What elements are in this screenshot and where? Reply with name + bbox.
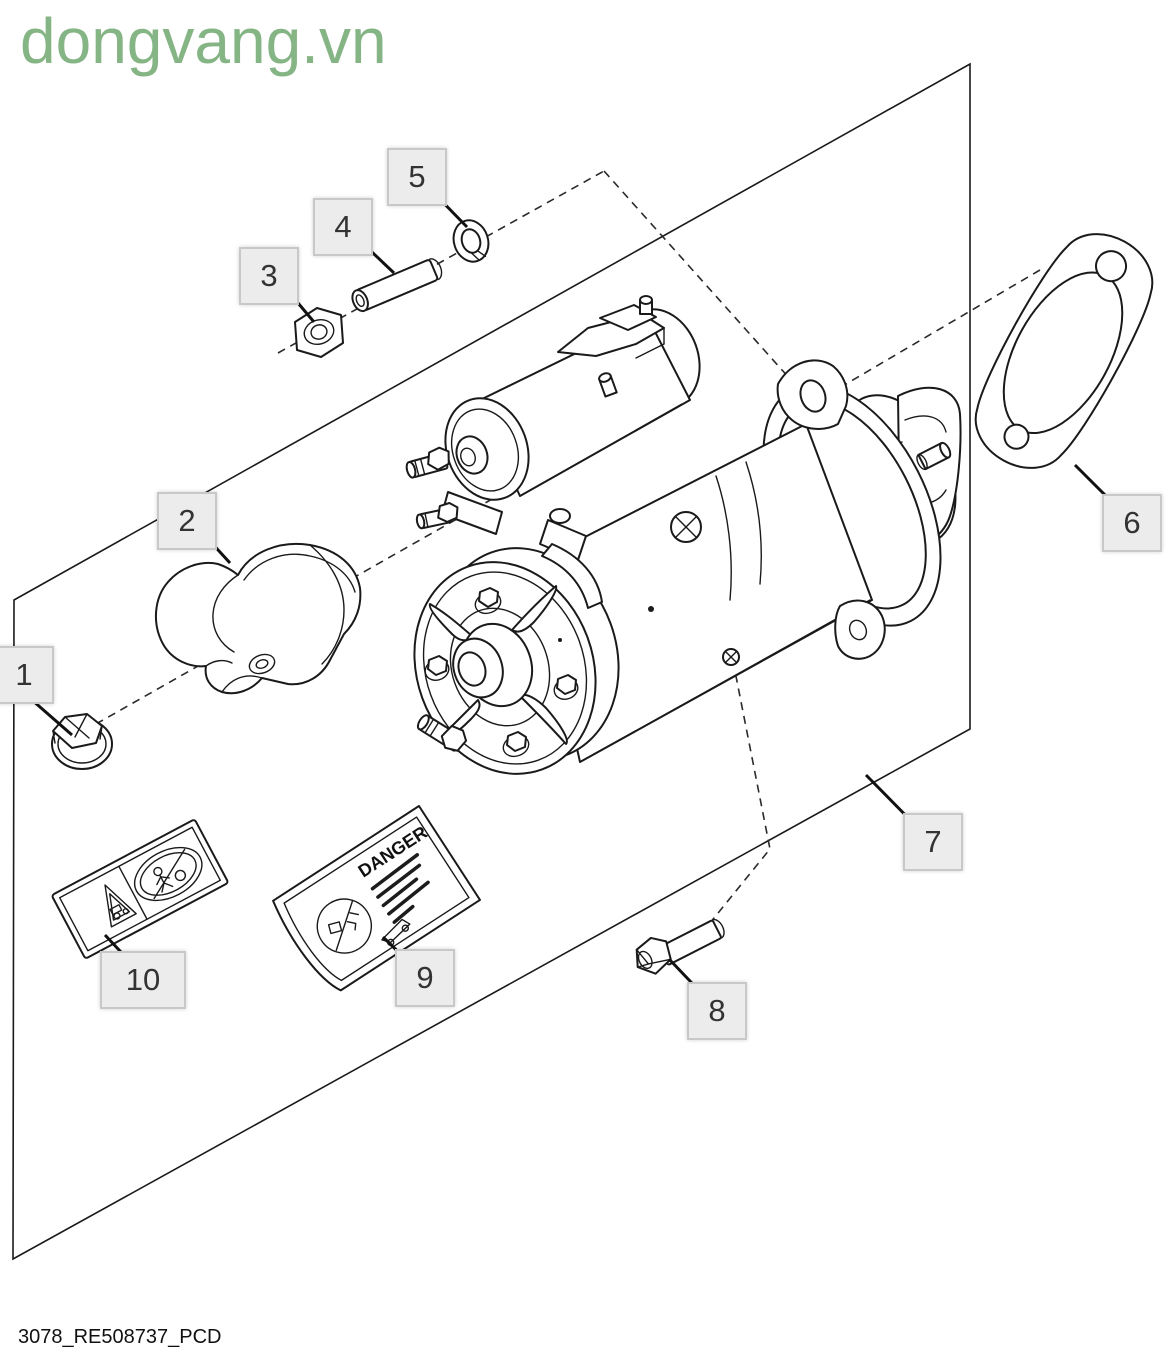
callout-1-number: 1 — [15, 657, 33, 692]
part-safety-decal — [51, 819, 229, 959]
part-hex-bolt — [635, 918, 725, 975]
callout-5-number: 5 — [408, 159, 426, 194]
callout-4-number: 4 — [334, 209, 352, 244]
watermark: dongvang.vn — [20, 5, 387, 77]
part-lock-washer — [452, 219, 490, 263]
callout-9: 9 — [395, 949, 455, 1007]
starter-solenoid — [405, 308, 701, 609]
mounting-panel-outline — [12, 62, 971, 1261]
callout-4: 4 — [313, 198, 373, 256]
callout-9-number: 9 — [416, 960, 434, 995]
face-bolt — [502, 731, 530, 758]
callout-3-number: 3 — [260, 258, 278, 293]
starter-flange-ears — [776, 359, 886, 660]
face-bolt — [474, 587, 502, 615]
face-bolt — [553, 674, 579, 700]
callout-8-number: 8 — [708, 993, 726, 1028]
phillips-screw-icon — [722, 648, 740, 666]
solenoid-terminal — [405, 446, 450, 479]
starter-motor — [405, 295, 962, 775]
callout-7-number: 7 — [924, 824, 942, 859]
callout-3: 3 — [239, 247, 299, 305]
callout-8: 8 — [687, 982, 747, 1040]
callout-5: 5 — [387, 148, 447, 206]
part-hex-nut — [294, 307, 344, 358]
callout-2-number: 2 — [178, 503, 196, 538]
part-danger-decal: DANGER — [272, 805, 481, 992]
callout-6: 6 — [1102, 494, 1162, 552]
phillips-screw-icon — [670, 511, 702, 543]
part-spacer-pin — [351, 258, 443, 313]
part-flange-nut — [51, 713, 113, 770]
callout-7: 7 — [903, 813, 963, 871]
face-bolt — [424, 655, 450, 681]
face-stud — [416, 714, 468, 752]
callout-2: 2 — [157, 492, 217, 550]
callout-10-number: 10 — [125, 962, 161, 997]
callout-6-number: 6 — [1123, 505, 1141, 540]
starter-top-bracket — [557, 295, 665, 359]
solenoid-terminal — [415, 502, 459, 530]
callout-10: 10 — [100, 951, 186, 1009]
doc-id: 3078_RE508737_PCD — [18, 1326, 222, 1348]
starter-end-cap — [413, 547, 620, 775]
callout-1: 1 — [0, 646, 54, 704]
part-clamp-bracket — [154, 542, 362, 695]
part-gasket — [974, 233, 1154, 469]
